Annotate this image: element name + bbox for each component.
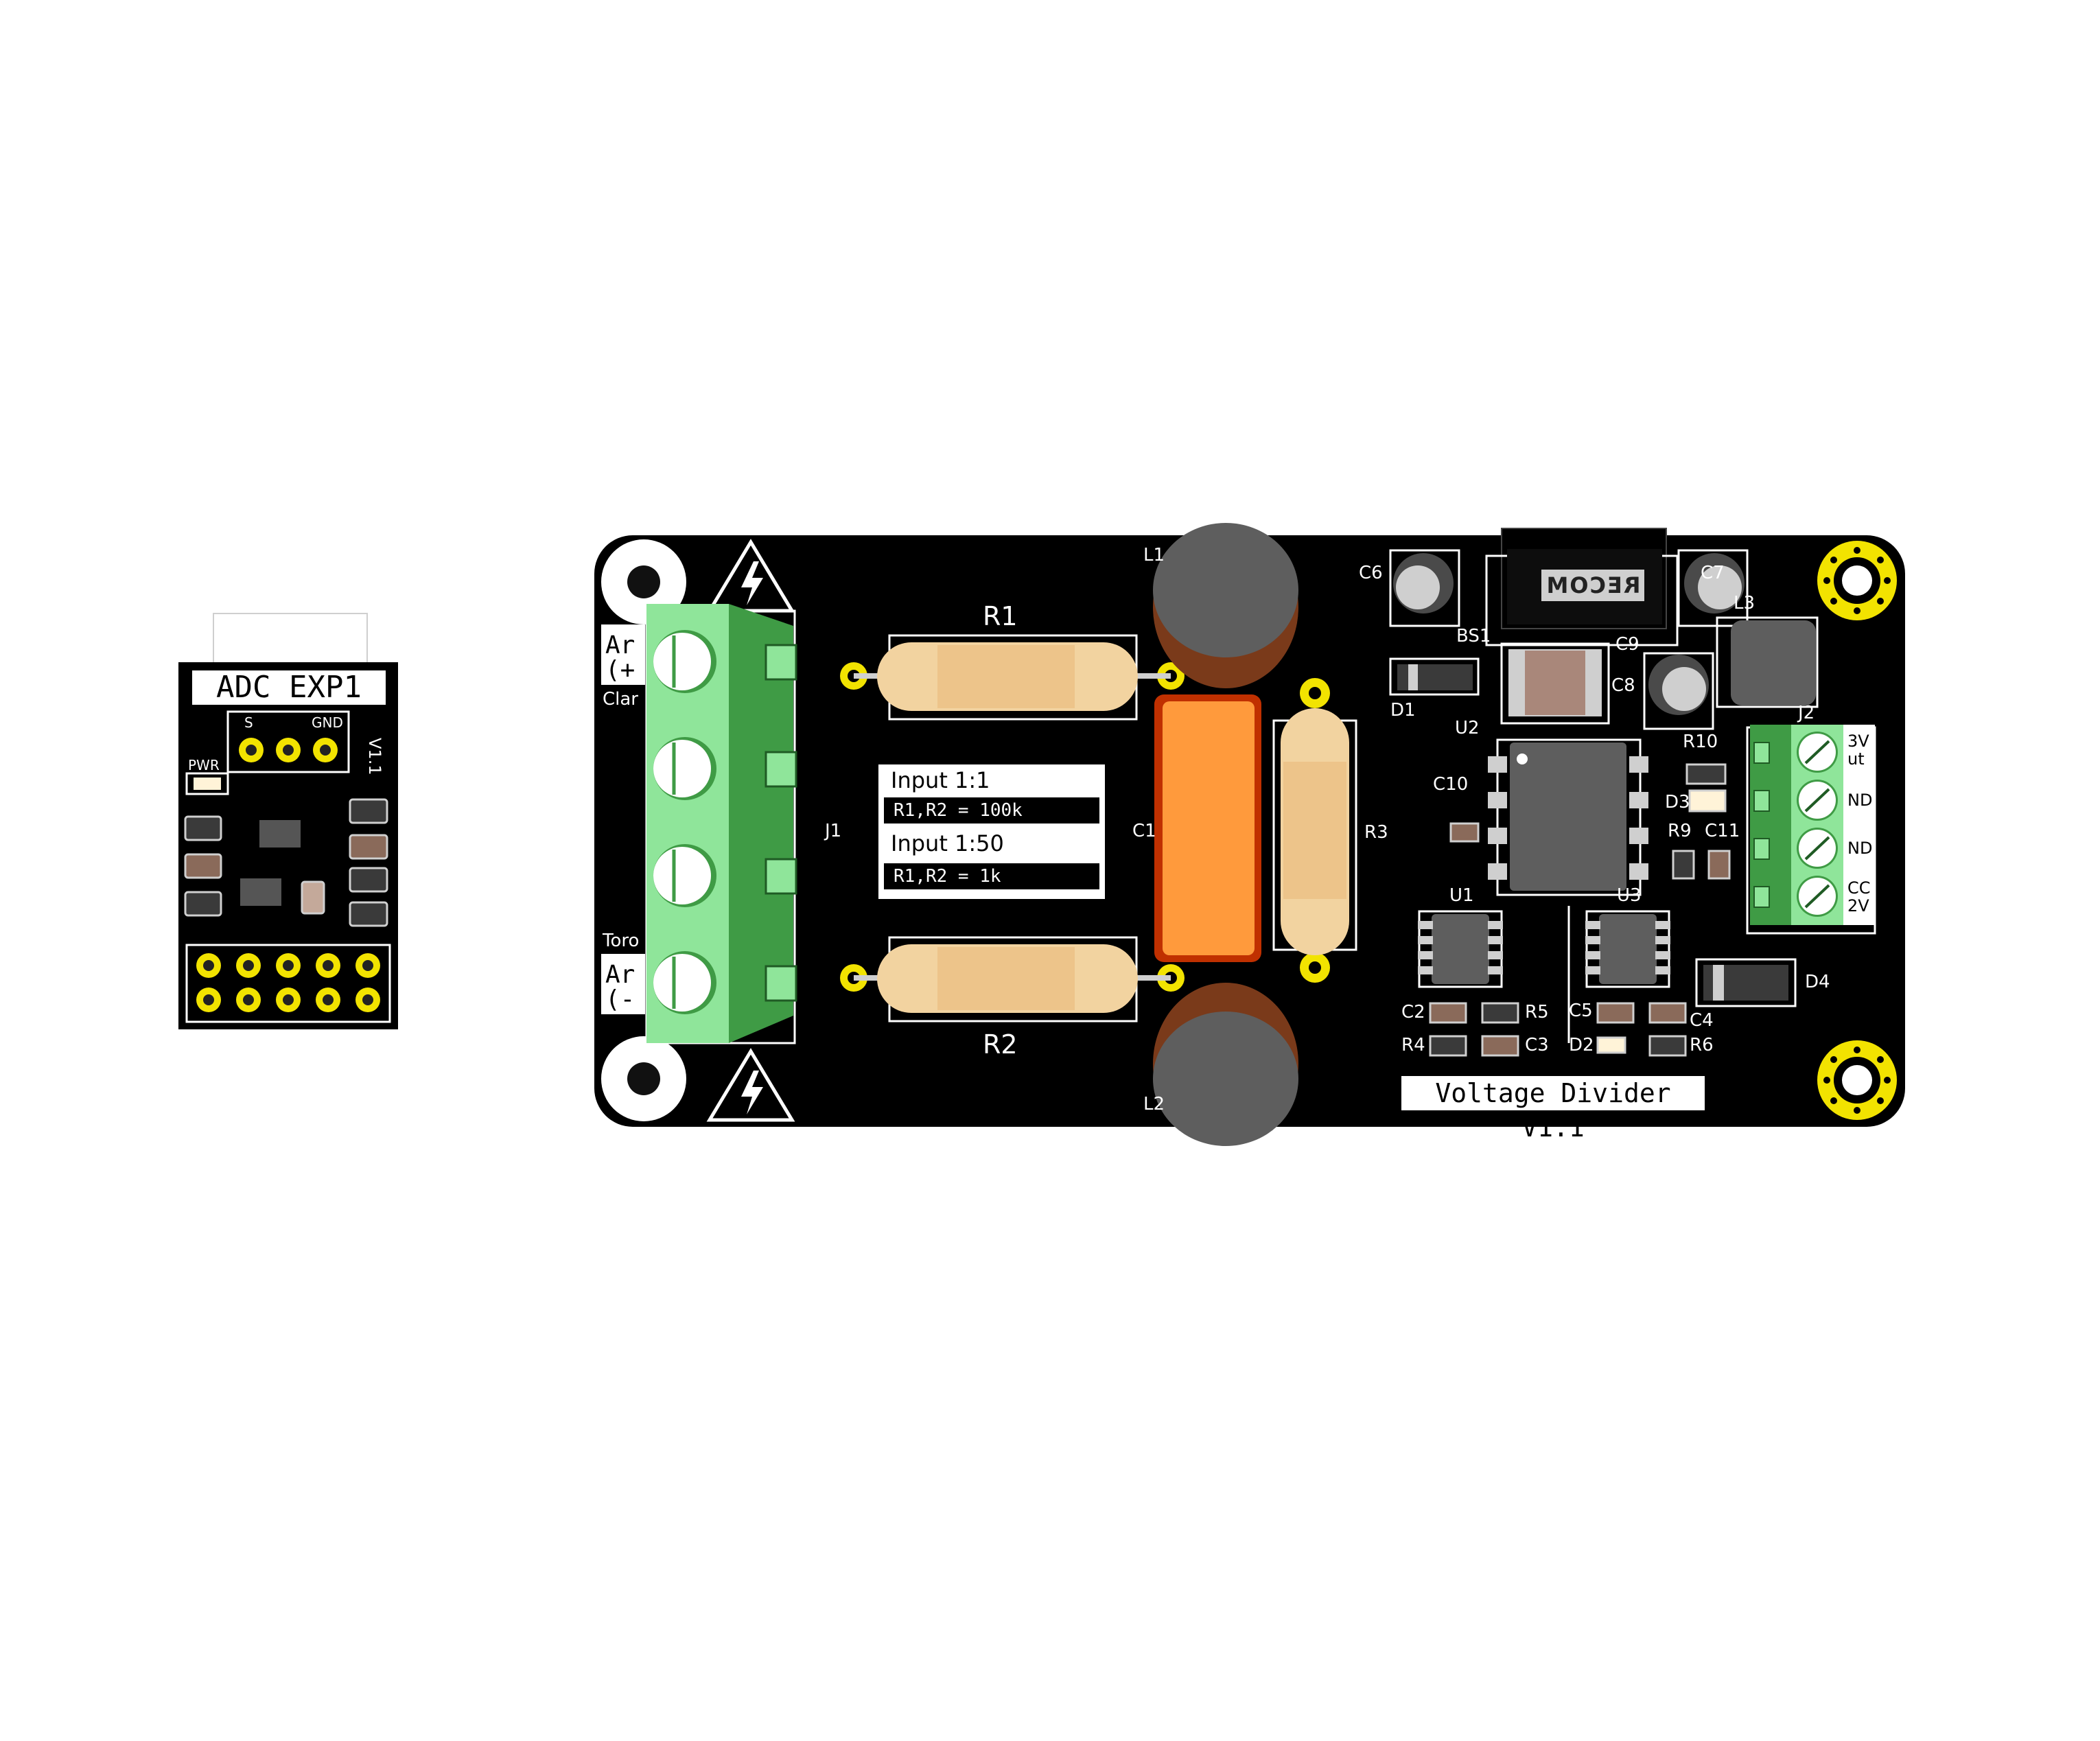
j2-pin4-label-1: CC [1847,878,1871,898]
adc-top-connector [213,613,368,665]
adc-label-gnd: GND [312,714,343,731]
adc-pwr-label: PWR [188,757,220,773]
des-r6: R6 [1690,1035,1714,1055]
des-d1: D1 [1390,700,1416,721]
des-c6: C6 [1359,563,1383,583]
des-r1: R1 [983,601,1018,631]
adc-pcb [178,662,398,1029]
j2-pin1-label-2: ut [1847,749,1865,769]
des-c4: C4 [1690,1010,1714,1031]
des-u3: U3 [1617,885,1642,906]
des-r10: R10 [1683,732,1718,752]
j1-top-label-1: Ar [605,631,635,659]
des-l2: L2 [1143,1094,1165,1114]
j1-clamp-label: Clar [603,689,638,710]
des-r2: R2 [983,1029,1018,1060]
j1-bottom-label-1: Ar [605,961,635,989]
des-d3: D3 [1665,792,1690,813]
info-row-4: R1,R2 = 1k [884,863,1099,889]
des-r5: R5 [1525,1002,1549,1023]
des-c11: C11 [1705,821,1740,841]
info-row-3: Input 1:50 [891,830,1004,856]
des-u1: U1 [1449,885,1474,906]
des-d4: D4 [1805,972,1830,992]
des-j2: J2 [1798,703,1815,723]
divider-title: Voltage Divider V1.1 [1401,1076,1705,1143]
info-row-2: R1,R2 = 100k [884,797,1099,823]
des-c7: C7 [1701,563,1725,583]
adc-label-s: S [244,714,253,731]
des-r9: R9 [1668,821,1692,841]
des-c2: C2 [1401,1002,1425,1023]
divider-pcb [594,523,1905,1146]
des-c10: C10 [1433,774,1469,795]
des-l1: L1 [1143,545,1165,565]
des-r3: R3 [1364,822,1388,843]
des-bs1: BS1 [1456,626,1491,646]
j2-pin3-label: ND [1847,839,1873,858]
des-c3: C3 [1525,1035,1549,1055]
j1-toro-label: Toro [603,931,640,951]
des-u2: U2 [1455,718,1480,738]
divider-info-box: Input 1:1 R1,R2 = 100k Input 1:50 R1,R2 … [878,764,1105,899]
info-row-1: Input 1:1 [891,767,990,793]
des-c5: C5 [1569,1001,1593,1021]
j2-pin1-label-1: 3V [1847,732,1869,751]
j1-top-label-2: (+ [605,656,635,684]
des-c8: C8 [1611,675,1635,696]
adc-title: ADC EXP1 [192,670,386,705]
des-d2: D2 [1569,1035,1594,1055]
des-r4: R4 [1401,1035,1425,1055]
voltage-divider-board: Input 1:1 R1,R2 = 100k Input 1:50 R1,R2 … [594,522,1905,1146]
recom-marking: RECOM [1545,572,1641,598]
adc-version: V1.1 [365,738,384,775]
des-j1: J1 [825,821,842,841]
des-l3: L3 [1734,593,1755,614]
des-c9: C9 [1615,634,1640,655]
des-c1: C1 [1132,821,1156,841]
j2-pin4-label-2: 2V [1847,896,1869,915]
j2-pin2-label: ND [1847,791,1873,810]
adc-exp1-board: ADC EXP1 S GND V1.1 PWR [178,613,398,1029]
j1-bottom-label-2: (- [605,985,635,1014]
